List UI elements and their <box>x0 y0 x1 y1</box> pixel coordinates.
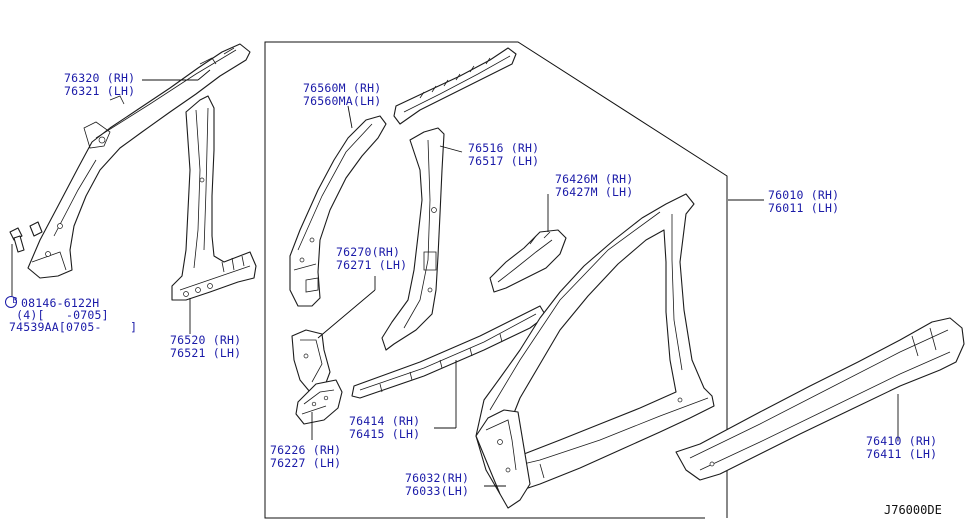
label-line-bolt-part: 08146-6122H <box>21 296 100 310</box>
label-line-76414-rh: 76414 (RH) <box>349 414 421 428</box>
label-line-76032-rh: 76032(RH) <box>405 471 470 485</box>
label-line-76226-rh: 76226 (RH) <box>270 443 342 457</box>
part-76520-center-pillar <box>171 95 257 301</box>
label-line-bolt-alt: 74539AA[0705- ] <box>9 320 138 334</box>
label-line-76410-rh: 76410 (RH) <box>866 434 938 448</box>
label-line-76010-rh: 76010 (RH) <box>768 188 840 202</box>
assembly-frame <box>264 41 728 519</box>
label-line-76427m-lh: 76427M (LH) <box>555 185 634 199</box>
part-76320-front-pillar <box>27 43 251 279</box>
part-76032-front-pillar-lower <box>475 409 531 509</box>
label-line-bolt-qty: (4)[ -0705] <box>9 308 109 322</box>
part-76410-sill-outer <box>675 317 965 481</box>
part-76560m-pillar-reinforcement <box>289 115 387 307</box>
part-76226-pillar-base-bracket <box>295 379 343 425</box>
label-line-76560ma-lh: 76560MA(LH) <box>303 94 382 108</box>
diagram-reference-code: J76000DE <box>884 503 942 517</box>
leader-lines <box>11 69 899 487</box>
label-line-76270-rh: 76270(RH) <box>336 245 401 259</box>
label-line-76426m-rh: 76426M (RH) <box>555 172 634 186</box>
part-76270-pillar-lower-bracket <box>291 329 331 393</box>
part-76516-center-pillar-inner <box>381 127 445 351</box>
bolt-marker-symbol <box>5 296 17 308</box>
bolt-marker-letter: B <box>12 296 18 305</box>
part-76010-body-side-outer <box>475 193 715 495</box>
bolt-08146-6122h <box>9 221 43 253</box>
label-line-76517-lh: 76517 (LH) <box>468 154 540 168</box>
part-76426m-sill-bracket <box>489 229 567 293</box>
label-line-76516-rh: 76516 (RH) <box>468 141 540 155</box>
label-line-76560m-rh: 76560M (RH) <box>303 81 382 95</box>
label-line-76033-lh: 76033(LH) <box>405 484 470 498</box>
label-line-76520-rh: 76520 (RH) <box>170 333 242 347</box>
label-line-76011-lh: 76011 (LH) <box>768 201 840 215</box>
label-line-76321-lh: 76321 (LH) <box>64 84 136 98</box>
label-line-76415-lh: 76415 (LH) <box>349 427 421 441</box>
label-line-76411-lh: 76411 (LH) <box>866 447 938 461</box>
label-line-76521-lh: 76521 (LH) <box>170 346 242 360</box>
part-roof-rail-inner <box>393 47 517 125</box>
label-line-76227-lh: 76227 (LH) <box>270 456 342 470</box>
label-line-76271-lh: 76271 (LH) <box>336 258 408 272</box>
label-line-76320-rh: 76320 (RH) <box>64 71 136 85</box>
